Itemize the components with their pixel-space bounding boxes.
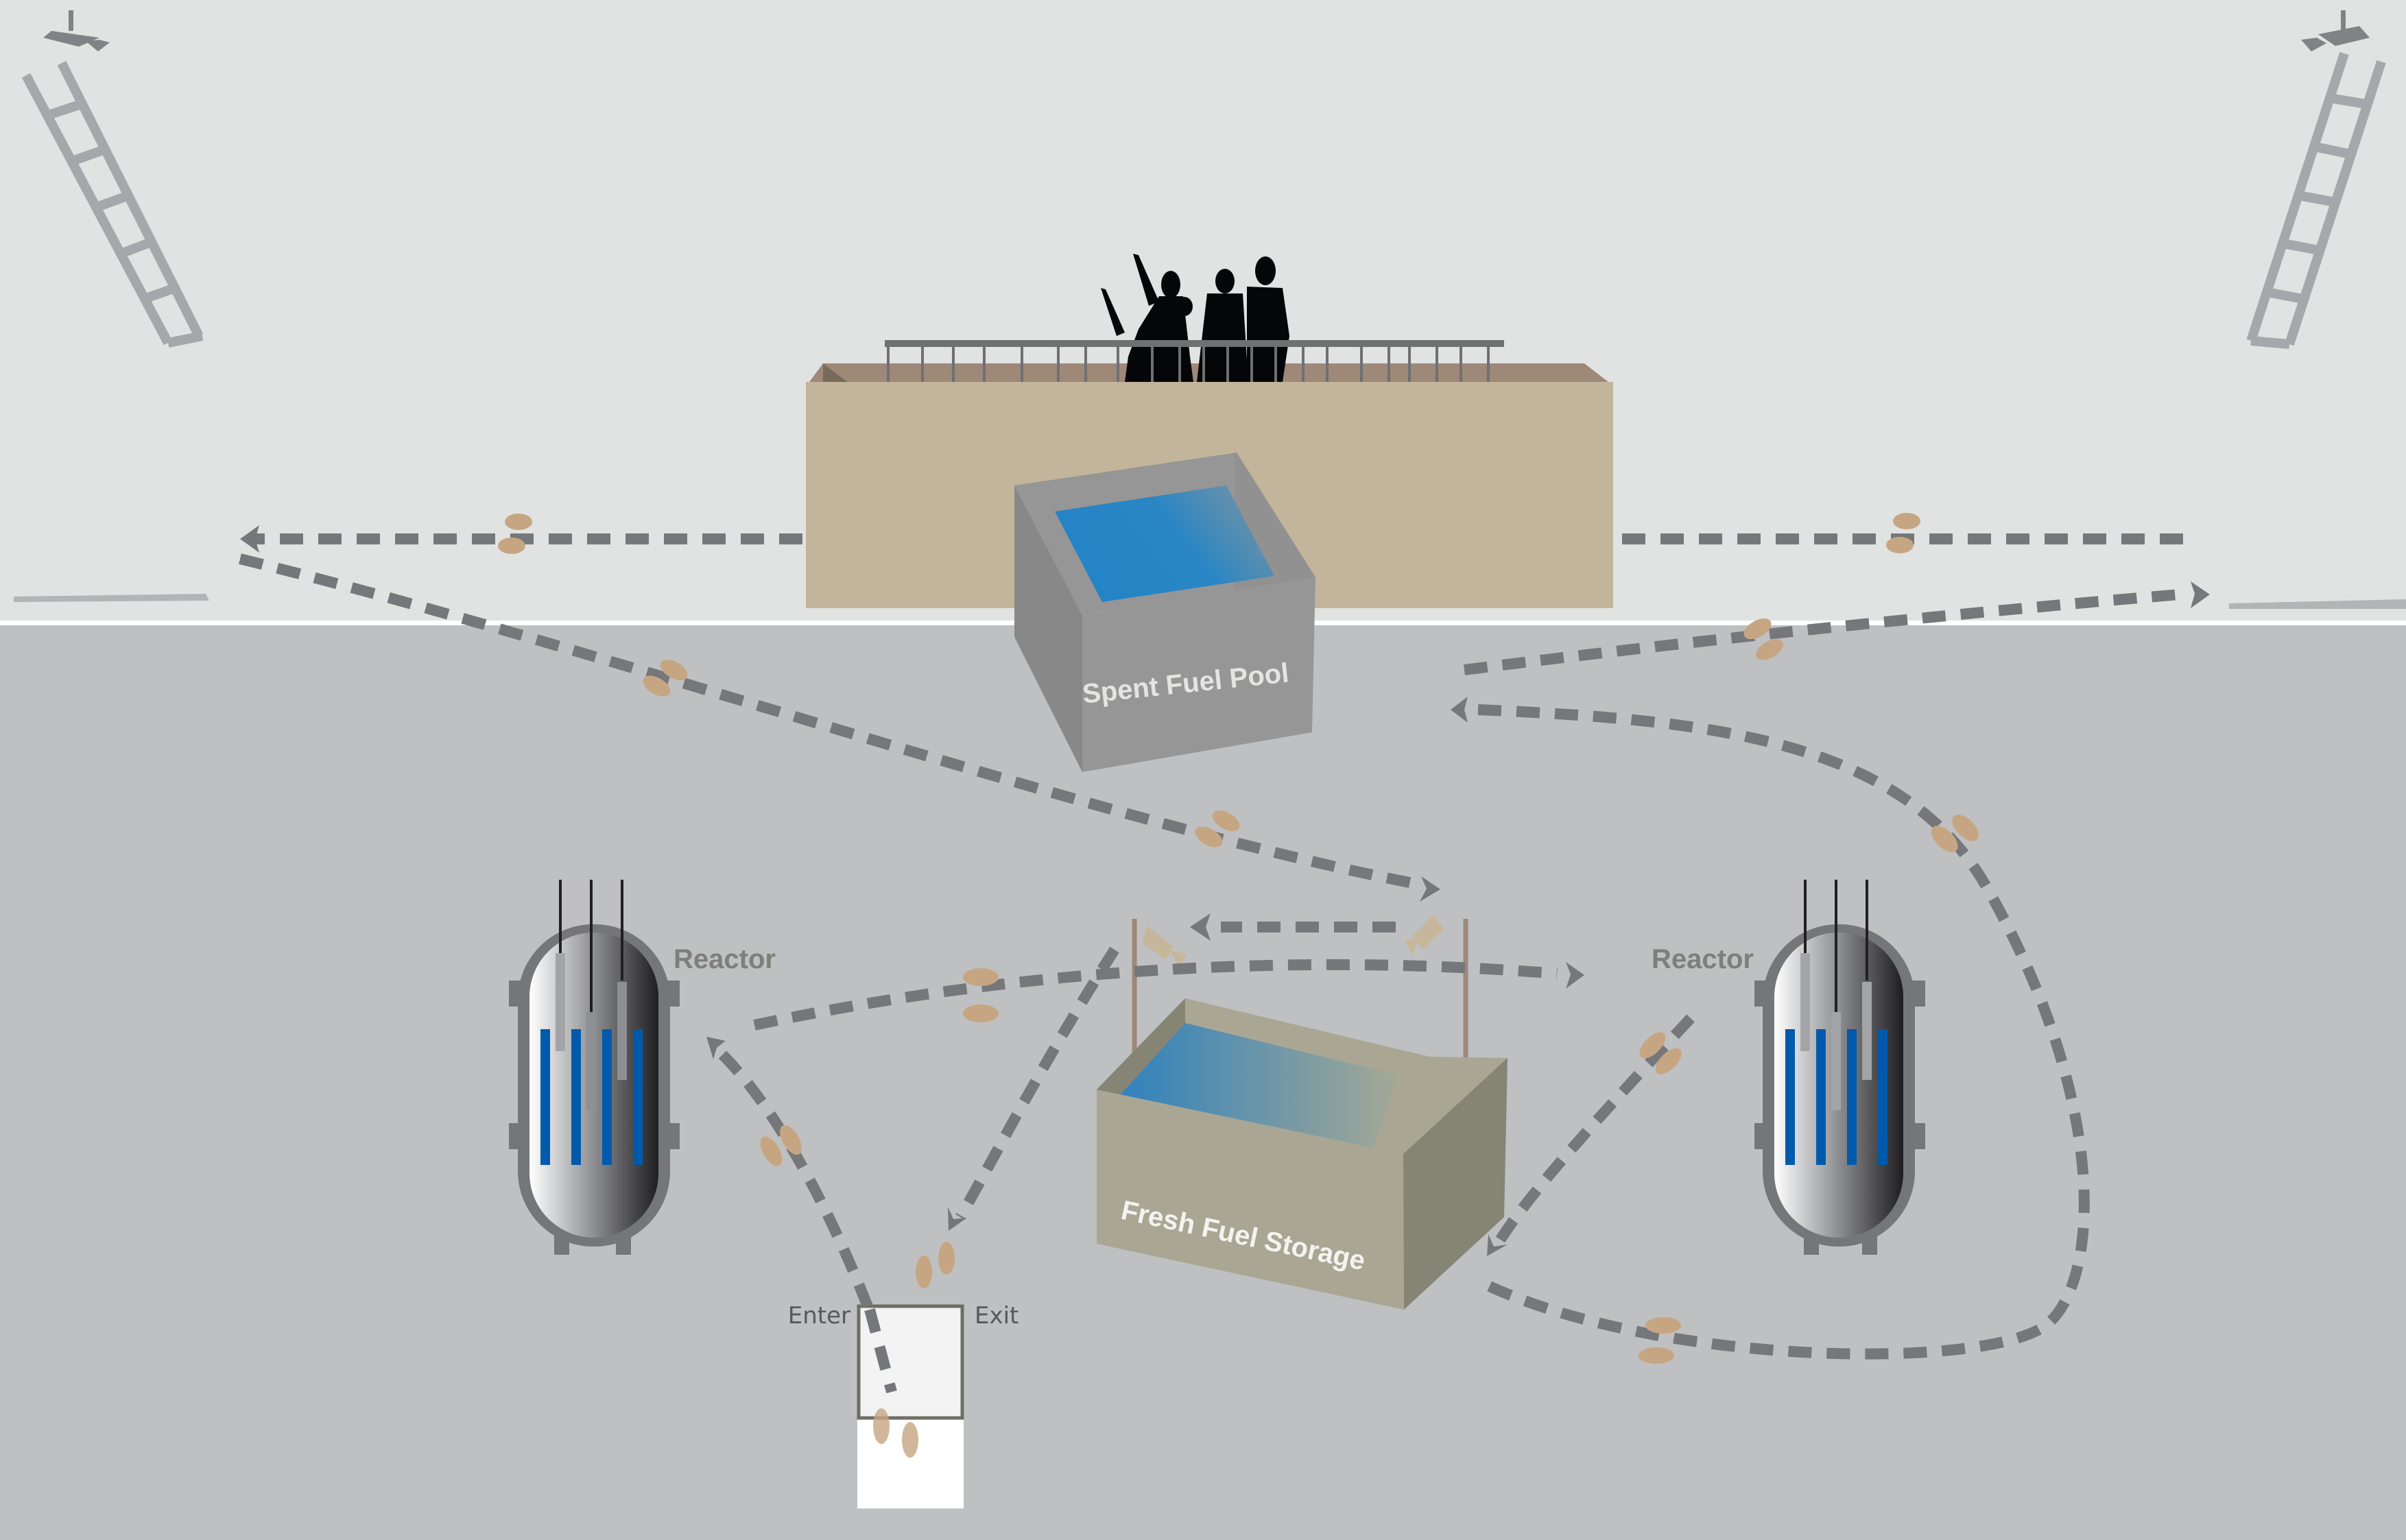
fuel-rods xyxy=(540,1029,643,1165)
footprint-pair-icon xyxy=(1639,1317,1681,1364)
control-rod xyxy=(1800,953,1810,1051)
arrow-up-left-icon xyxy=(706,1037,726,1059)
fuel-rods xyxy=(1785,1029,1887,1165)
arrow-right-icon xyxy=(1566,962,1584,989)
ground-strip-left xyxy=(14,594,209,602)
observers-silhouette xyxy=(1101,254,1289,382)
footprint-pair-icon xyxy=(1743,618,1783,660)
footprint-pair-icon xyxy=(498,514,532,554)
footprint-pair-icon xyxy=(760,1124,802,1166)
camera-top-right-icon xyxy=(2301,10,2370,51)
footprint-pair-icon xyxy=(1886,513,1920,553)
ground-strip-right xyxy=(2229,599,2406,609)
control-rod-cables xyxy=(559,880,623,1013)
reactor-left xyxy=(509,880,680,1255)
arrow-down-left-icon xyxy=(948,1207,967,1231)
reactor-right xyxy=(1754,880,1925,1255)
ladder-right xyxy=(2246,51,2386,349)
arrow-left-icon xyxy=(1451,697,1468,723)
path-reactor-right-down xyxy=(1494,1014,1695,1246)
control-rod-cables xyxy=(1804,880,1868,1013)
camera-fresh-fuel-left-icon xyxy=(1142,926,1187,967)
ladder-left xyxy=(21,60,204,348)
control-rod xyxy=(617,982,627,1080)
footprints xyxy=(498,513,1979,1458)
footprint-pair-icon xyxy=(1195,810,1240,847)
railing-posts xyxy=(887,347,1490,382)
control-rod xyxy=(586,1012,596,1110)
path-reactor-middle xyxy=(753,959,1558,1031)
footprint-pair-icon xyxy=(643,659,688,697)
control-rod xyxy=(1831,1012,1841,1110)
footprint-pair-icon xyxy=(1931,815,1979,852)
control-rod xyxy=(556,953,565,1051)
footprint-pair-icon xyxy=(873,1408,918,1458)
path-down-to-exit xyxy=(955,946,1119,1220)
exit-label: Exit xyxy=(975,1302,1019,1330)
arrow-down-left-icon xyxy=(1487,1234,1508,1256)
path-left-diagonal xyxy=(239,553,1421,890)
spent-fuel-pool: Spent Fuel Pool xyxy=(1014,453,1315,772)
path-pool-right xyxy=(1463,588,2189,675)
arrow-down-right-icon xyxy=(1420,876,1440,902)
arrow-left-icon xyxy=(1190,913,1211,941)
balcony-railing xyxy=(885,340,1504,382)
arrow-right-icon xyxy=(2191,581,2210,608)
footprint-pair-icon xyxy=(916,1242,955,1288)
enter-label: Enter xyxy=(788,1302,850,1330)
fresh-fuel-storage: Fresh Fuel Storage xyxy=(1097,919,1508,1310)
path-inside-portal xyxy=(864,1308,897,1394)
entry-exit-portal xyxy=(857,1304,964,1508)
camera-top-left-icon xyxy=(43,10,110,51)
reactor-right-label: Reactor xyxy=(1652,944,1754,974)
footprint-pair-icon xyxy=(1639,1032,1682,1074)
reactor-left-label: Reactor xyxy=(674,944,776,974)
path-arrowheads xyxy=(240,525,2210,1256)
control-rod xyxy=(1862,982,1872,1080)
camera-fresh-fuel-right-icon xyxy=(1405,915,1444,955)
arrow-left-icon xyxy=(240,525,259,553)
footprint-pair-icon xyxy=(963,968,999,1022)
